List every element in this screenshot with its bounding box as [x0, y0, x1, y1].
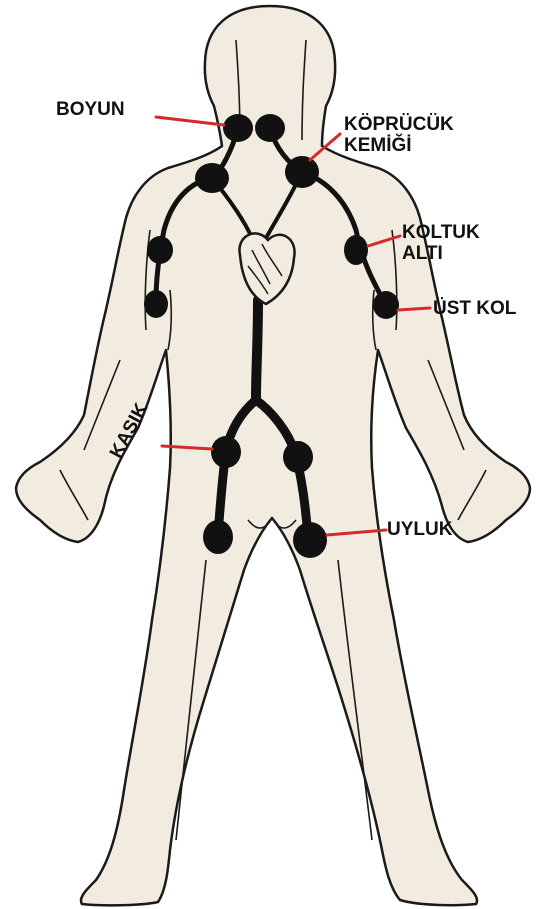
label-axilla: KOLTUK ALTI — [402, 222, 480, 264]
label-clavicle: KÖPRÜCÜK KEMİĞİ — [344, 114, 454, 156]
lymph-node-clavicle-left — [195, 163, 229, 193]
lymph-node-upper-arm-right — [373, 291, 399, 319]
leader-upper-arm — [398, 308, 430, 310]
lymph-node-clavicle-right — [285, 156, 319, 188]
lymph-node-groin-right — [283, 441, 313, 473]
label-upper-arm: ÜST KOL — [433, 298, 516, 319]
label-neck: BOYUN — [56, 99, 125, 120]
lymph-node-thigh-left — [203, 520, 233, 554]
lymph-node-neck-right — [255, 114, 285, 142]
lymph-node-thigh-right — [293, 522, 327, 558]
lymph-node-neck-left — [223, 114, 253, 142]
leader-neck — [156, 117, 224, 125]
label-axilla-line1: KOLTUK — [402, 222, 480, 243]
lymph-node-axilla-left — [147, 236, 173, 264]
lymph-node-upper-arm-left — [144, 290, 168, 318]
label-clavicle-line1: KÖPRÜCÜK — [344, 114, 454, 135]
lymph-node-groin-left — [211, 436, 241, 468]
label-thigh: UYLUK — [387, 519, 452, 540]
label-clavicle-line2: KEMİĞİ — [344, 135, 454, 156]
lymph-node-axilla-right — [344, 235, 368, 265]
label-axilla-line2: ALTI — [402, 243, 480, 264]
